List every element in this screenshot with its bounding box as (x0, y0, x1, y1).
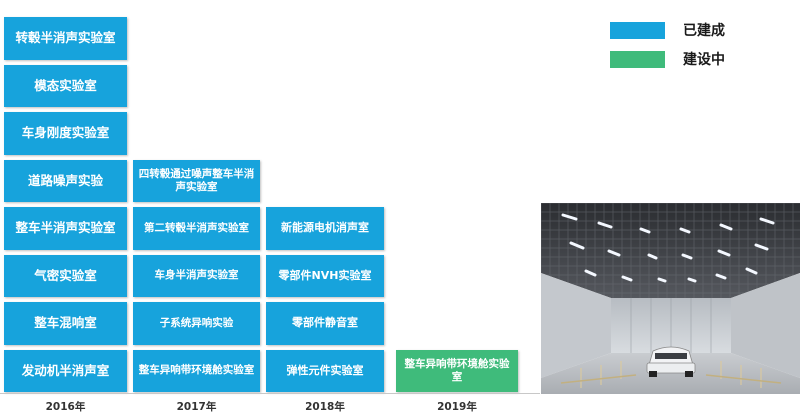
column-2018: 新能源电机消声室 零部件NVH实验室 零部件静音室 弹性元件实验室 (266, 207, 384, 392)
lab-box: 子系统异响实验 (133, 302, 260, 345)
lab-box: 整车半消声实验室 (4, 207, 127, 250)
column-2016: 转毂半消声实验室 模态实验室 车身刚度实验室 道路噪声实验 整车半消声实验室 气… (4, 17, 127, 392)
legend-building: 建设中 (610, 49, 725, 69)
lab-box: 车身半消声实验室 (133, 254, 260, 297)
lab-box: 第二转毂半消声实验室 (133, 207, 260, 250)
lab-box: 车身刚度实验室 (4, 112, 127, 155)
lab-box: 零部件静音室 (266, 302, 384, 345)
lab-box: 弹性元件实验室 (266, 349, 384, 392)
lab-box: 整车混响室 (4, 302, 127, 345)
anechoic-chamber-image (541, 203, 800, 394)
lab-box: 道路噪声实验 (4, 159, 127, 202)
lab-box: 气密实验室 (4, 254, 127, 297)
lab-box: 发动机半消声室 (4, 349, 127, 392)
year-label: 2017年 (176, 401, 217, 413)
legend-swatch-building (610, 50, 665, 68)
lab-box: 转毂半消声实验室 (4, 17, 127, 60)
year-label: 2016年 (45, 401, 86, 413)
column-2017: 四转毂通过噪声整车半消声实验室 第二转毂半消声实验室 车身半消声实验室 子系统异… (133, 159, 260, 392)
lab-box: 整车异响带环境舱实验室 (396, 349, 518, 392)
lab-box: 新能源电机消声室 (266, 207, 384, 250)
legend-swatch-built (610, 21, 665, 39)
timeline-axis (0, 393, 540, 394)
column-2019: 整车异响带环境舱实验室 (396, 349, 518, 392)
year-label: 2018年 (305, 401, 345, 413)
year-label: 2019年 (437, 401, 477, 413)
lab-photo (541, 203, 800, 394)
legend-label-building: 建设中 (683, 52, 725, 68)
lab-box: 四转毂通过噪声整车半消声实验室 (133, 159, 260, 202)
lab-box: 零部件NVH实验室 (266, 254, 384, 297)
legend-label-built: 已建成 (683, 23, 725, 39)
lab-box: 模态实验室 (4, 64, 127, 107)
legend-built: 已建成 (610, 20, 725, 40)
lab-box: 整车异响带环境舱实验室 (133, 349, 260, 392)
